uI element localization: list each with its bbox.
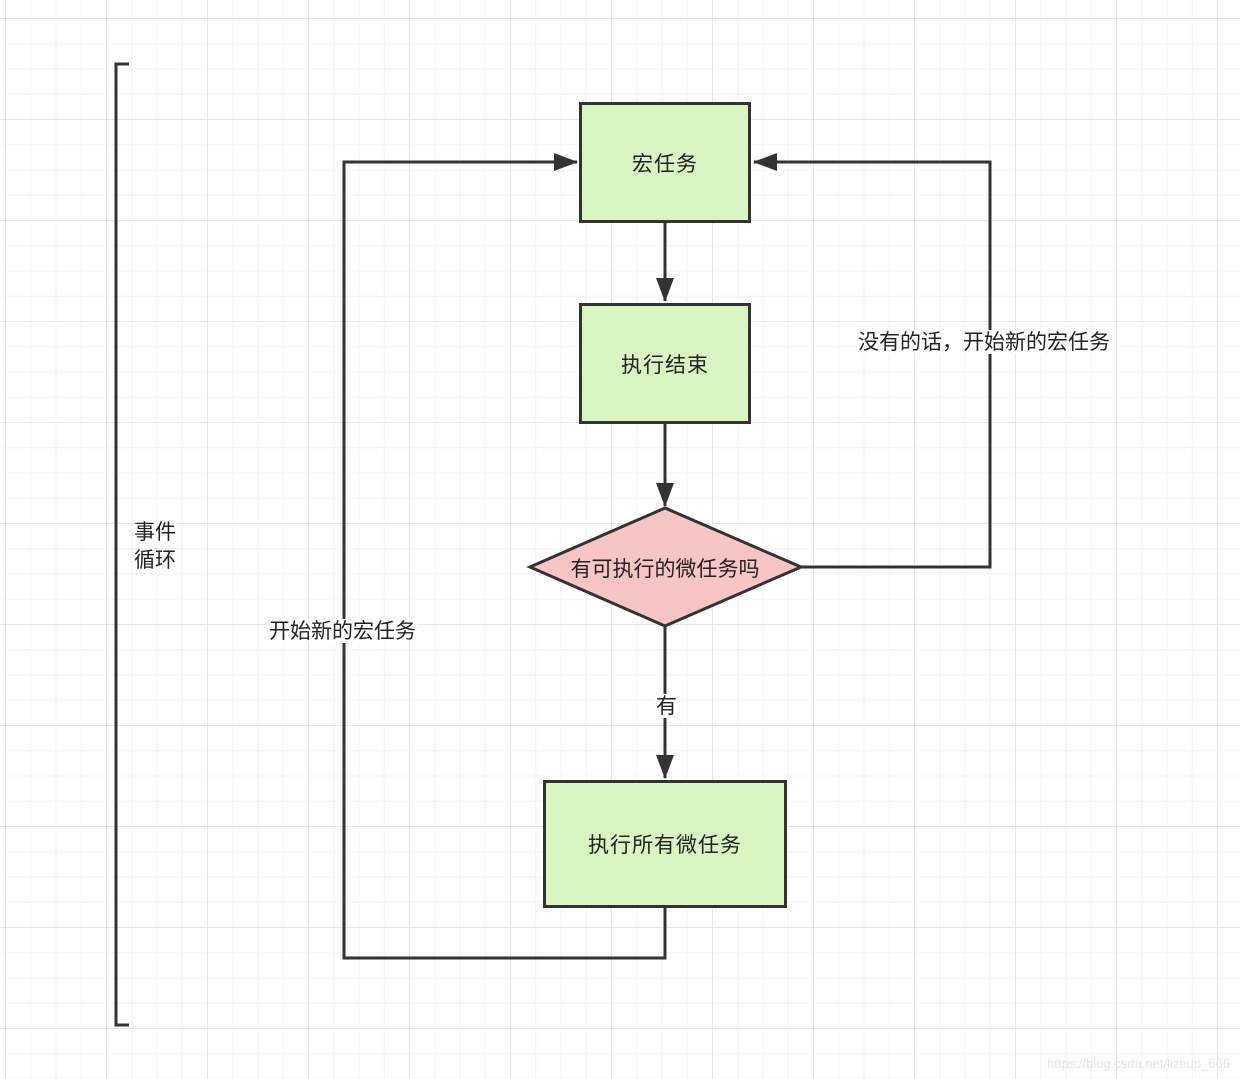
edge-label-start-new: 开始新的宏任务 — [267, 615, 418, 645]
node-run-all-microtasks: 执行所有微任务 — [543, 780, 787, 908]
arrow-microtasks-back-to-macro — [342, 153, 667, 960]
node-run-all-microtasks-label: 执行所有微任务 — [588, 833, 742, 857]
node-has-microtask-label: 有可执行的微任务吗 — [570, 557, 760, 581]
bracket-label: 事件 循环 — [134, 518, 176, 574]
arrow-no-back-to-macro — [753, 153, 992, 569]
node-macro-task-label: 宏任务 — [632, 151, 698, 176]
bracket-label-line2: 循环 — [134, 548, 176, 572]
watermark: https://blog.csdn.net/lizhuo_666 — [1047, 1056, 1230, 1071]
bracket-label-line1: 事件 — [134, 520, 176, 544]
edge-label-yes: 有 — [654, 690, 679, 720]
node-execution-end-label: 执行结束 — [621, 352, 709, 377]
edge-label-yes-text: 有 — [654, 694, 679, 718]
node-macro-task: 宏任务 — [579, 102, 751, 223]
node-execution-end: 执行结束 — [579, 303, 751, 424]
decision-diamond — [526, 506, 805, 628]
edge-label-start-new-text: 开始新的宏任务 — [267, 619, 418, 643]
edge-label-no-start-new: 没有的话，开始新的宏任务 — [856, 326, 1112, 356]
event-loop-bracket — [114, 62, 129, 1027]
edge-label-no-start-new-text: 没有的话，开始新的宏任务 — [856, 330, 1112, 354]
